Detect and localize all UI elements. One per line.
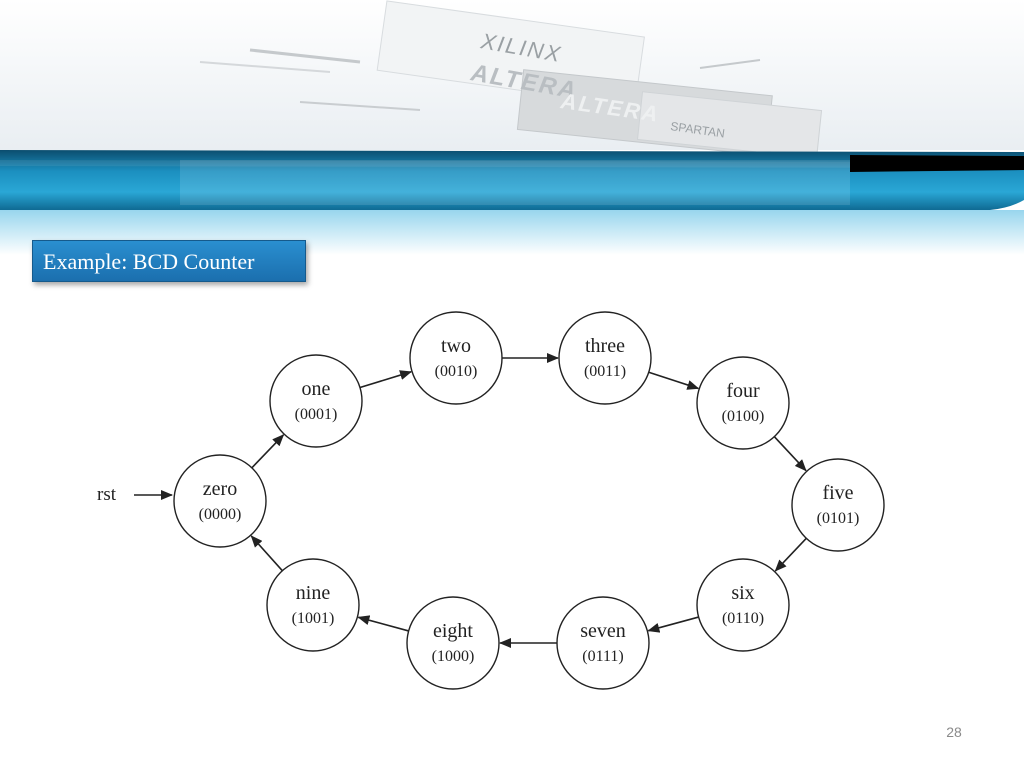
state-zero: zero (0000)	[173, 454, 267, 548]
state-four: four (0100)	[696, 356, 790, 450]
state-name: seven	[580, 620, 626, 642]
state-circle	[406, 596, 500, 690]
state-two: two (0010)	[409, 311, 503, 405]
state-code: (0101)	[817, 510, 860, 527]
transition-zero-to-one	[251, 434, 285, 469]
state-code: (0100)	[722, 408, 765, 425]
state-code: (0011)	[584, 363, 626, 380]
state-code: (0111)	[582, 648, 623, 665]
state-name: zero	[203, 478, 237, 500]
slide-title: Example: BCD Counter	[32, 240, 306, 282]
state-circle	[696, 558, 790, 652]
header-banner: XILINX ALTERA ALTERA SPARTAN	[0, 0, 1024, 255]
state-eight: eight (1000)	[406, 596, 500, 690]
transition-eight-to-nine	[357, 615, 409, 632]
transition-nine-to-zero	[250, 535, 283, 572]
transition-three-to-four	[648, 371, 700, 390]
state-nine: nine (1001)	[266, 558, 360, 652]
state-name: six	[731, 582, 754, 604]
state-circle	[266, 558, 360, 652]
state-five: five (0101)	[791, 458, 885, 552]
slide-number: 28	[946, 724, 962, 740]
transition-four-to-five	[773, 436, 807, 472]
state-circle	[556, 596, 650, 690]
state-seven: seven (0111)	[556, 596, 650, 690]
state-one: one (0001)	[269, 354, 363, 448]
state-name: one	[302, 378, 331, 400]
state-code: (0110)	[722, 610, 764, 627]
state-six: six (0110)	[696, 558, 790, 652]
state-name: five	[822, 482, 853, 504]
transition-one-to-two	[359, 370, 413, 389]
bcd-state-diagram: zero (0000) one (0001) two (0010) three (0011) f…	[97, 311, 885, 690]
state-name: eight	[433, 620, 473, 642]
state-circle	[791, 458, 885, 552]
state-circle	[173, 454, 267, 548]
chip-card	[636, 91, 823, 159]
state-code: (0000)	[199, 506, 242, 523]
state-name: four	[726, 380, 760, 402]
state-code: (1001)	[292, 610, 335, 627]
state-name: nine	[296, 582, 331, 604]
state-code: (0010)	[435, 363, 478, 380]
state-code: (0001)	[295, 406, 338, 423]
state-circle	[269, 354, 363, 448]
state-circle	[558, 311, 652, 405]
state-circle	[409, 311, 503, 405]
transition-five-to-six	[774, 537, 807, 572]
reset-label: rst	[97, 484, 117, 505]
state-circle	[696, 356, 790, 450]
state-code: (1000)	[432, 648, 475, 665]
state-three: three (0011)	[558, 311, 652, 405]
state-name: three	[585, 335, 625, 357]
state-name: two	[441, 335, 471, 357]
transition-six-to-seven	[647, 616, 699, 633]
